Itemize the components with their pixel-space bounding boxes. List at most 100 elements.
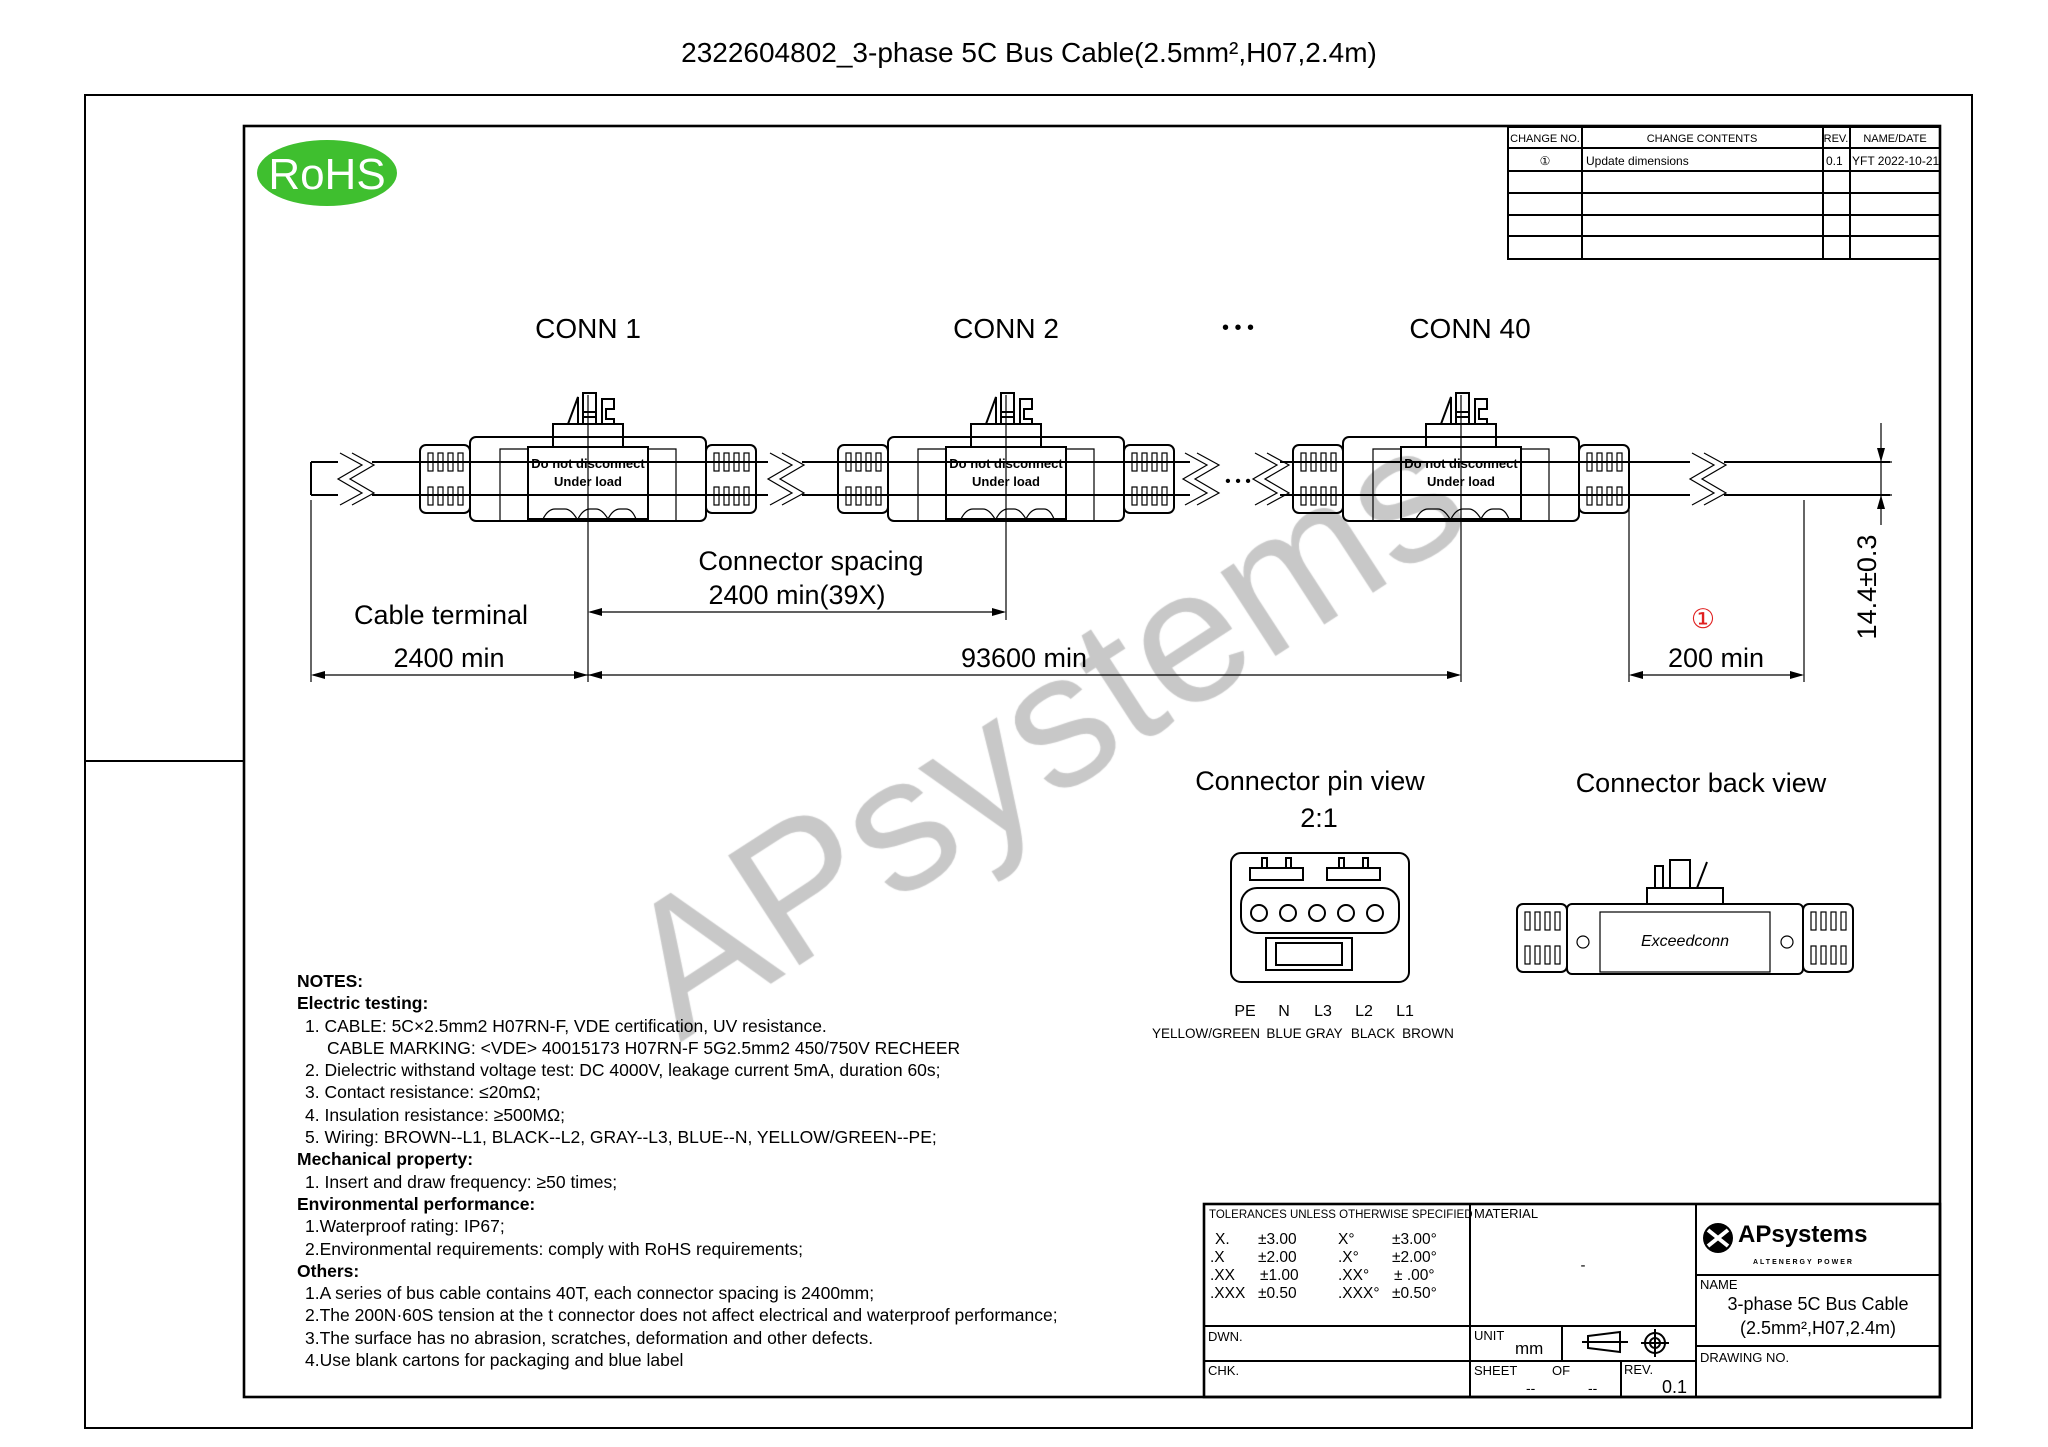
pin-color-l1: BROWN [1402, 1026, 1454, 1041]
svg-text:.X: .X [1210, 1249, 1225, 1266]
pin-label-l2: L2 [1355, 1003, 1373, 1020]
drawing-no-label: DRAWING NO. [1700, 1350, 1789, 1365]
svg-text:±1.00: ±1.00 [1260, 1267, 1299, 1284]
rev-value: 0.1 [1662, 1377, 1687, 1397]
svg-text:APsystems: APsystems [1738, 1221, 1867, 1248]
conn-40-label: CONN 40 [1409, 313, 1530, 344]
rev-header-contents: CHANGE CONTENTS [1647, 133, 1758, 145]
rev-label: REV. [1624, 1362, 1653, 1377]
note-item: 3. Contact resistance: ≤20mΩ; [305, 1082, 541, 1103]
material-label: MATERIAL [1474, 1206, 1538, 1221]
notes-section-title: Environmental performance: [297, 1193, 536, 1214]
title-block: TOLERANCES UNLESS OTHERWISE SPECIFIED X.… [1202, 1202, 1942, 1399]
rev-cell-rev: 0.1 [1826, 154, 1843, 168]
back-view-title: Connector back view [1576, 768, 1827, 798]
rev-header-change-no: CHANGE NO. [1510, 133, 1580, 145]
pin-color-l2: BLACK [1351, 1026, 1395, 1041]
drawing-title: 2322604802_3-phase 5C Bus Cable(2.5mm²,H… [681, 37, 1377, 68]
note-item: 4.Use blank cartons for packaging and bl… [305, 1350, 684, 1371]
note-item: 2.The 200N·60S tension at the t connecto… [305, 1305, 1058, 1326]
pin-label-pe: PE [1234, 1003, 1255, 1020]
end-length-value: 200 min [1668, 643, 1764, 673]
svg-text:.X°: .X° [1338, 1249, 1359, 1266]
svg-text:±3.00°: ±3.00° [1392, 1231, 1437, 1248]
svg-text:±0.50°: ±0.50° [1392, 1285, 1437, 1302]
rohs-logo: RoHS [257, 140, 397, 206]
name-label: NAME [1700, 1277, 1738, 1292]
svg-text:.XX: .XX [1210, 1267, 1236, 1284]
pin-view-title: Connector pin view [1195, 766, 1425, 796]
pin-view-scale: 2:1 [1300, 803, 1338, 833]
svg-text:± .00°: ± .00° [1394, 1267, 1435, 1284]
pin-color-pe: YELLOW/GREEN [1152, 1026, 1260, 1041]
conn-ellipsis: • • • [1222, 317, 1254, 339]
rev-header-rev: REV. [1824, 133, 1849, 145]
cable-terminal-value: 2400 min [393, 643, 504, 673]
conn-1-label: CONN 1 [535, 313, 641, 344]
revision-table: CHANGE NO. CHANGE CONTENTS REV. NAME/DAT… [1507, 126, 1941, 260]
notes-section-title: Others: [297, 1260, 360, 1281]
tolerances-heading: TOLERANCES UNLESS OTHERWISE SPECIFIED [1209, 1209, 1473, 1221]
note-item: 4. Insulation resistance: ≥500MΩ; [305, 1104, 566, 1125]
svg-text:RoHS: RoHS [268, 150, 385, 199]
rev-cell-contents: Update dimensions [1586, 154, 1689, 168]
cable-diameter-value: 14.4±0.3 [1852, 535, 1882, 640]
connector-spacing-label: Connector spacing [698, 546, 923, 576]
part-name-line2: (2.5mm²,H07,2.4m) [1740, 1318, 1896, 1338]
notes-section-title: Electric testing: [297, 993, 429, 1014]
rev-cell-name-date: YFT 2022-10-21 [1852, 154, 1939, 168]
change-marker: ① [1691, 604, 1715, 634]
sheet-value: -- [1526, 1380, 1536, 1396]
svg-text:.XX°: .XX° [1338, 1267, 1369, 1284]
svg-text:ALTENERGY POWER: ALTENERGY POWER [1753, 1259, 1854, 1266]
dwn-label: DWN. [1208, 1329, 1243, 1344]
notes-heading: NOTES: [297, 971, 364, 991]
apsystems-logo: APsystems ALTENERGY POWER [1703, 1221, 1867, 1266]
cable-terminal-label: Cable terminal [354, 600, 528, 630]
notes: NOTES: Electric testing: 1. CABLE: 5C×2.… [297, 970, 1058, 1371]
note-item: 1. Insert and draw frequency: ≥50 times; [305, 1171, 618, 1192]
cable-view: • • • Do not disconnect Under load Do no… [310, 313, 1892, 682]
cable-ellipsis: • • • [1225, 473, 1251, 490]
note-item: 5. Wiring: BROWN--L1, BLACK--L2, GRAY--L… [305, 1127, 937, 1148]
note-item: 1.Waterproof rating: IP67; [305, 1216, 505, 1237]
note-item: 3.The surface has no abrasion, scratches… [305, 1327, 874, 1348]
note-item: 2. Dielectric withstand voltage test: DC… [305, 1060, 941, 1081]
unit-label: UNIT [1474, 1328, 1504, 1343]
notes-section-title: Mechanical property: [297, 1149, 474, 1170]
back-view-brand: Exceedconn [1641, 933, 1729, 950]
of-label: OF [1552, 1363, 1570, 1378]
svg-text:±3.00: ±3.00 [1258, 1231, 1297, 1248]
svg-text:X.: X. [1215, 1231, 1230, 1248]
pin-label-n: N [1278, 1003, 1290, 1020]
svg-text:.XXX: .XXX [1210, 1285, 1246, 1302]
chk-label: CHK. [1208, 1363, 1239, 1378]
note-item: 1. CABLE: 5C×2.5mm2 H07RN-F, VDE certifi… [305, 1015, 827, 1036]
connector-spacing-value: 2400 min(39X) [708, 580, 885, 610]
svg-text:±0.50: ±0.50 [1258, 1285, 1297, 1302]
of-value: -- [1588, 1380, 1598, 1396]
material-value: - [1581, 1257, 1586, 1274]
sheet-label: SHEET [1474, 1363, 1517, 1378]
rev-header-name-date: NAME/DATE [1863, 133, 1926, 145]
connector-back-view: Connector back view Exceedconn [1516, 768, 1854, 975]
pin-label-l1: L1 [1396, 1003, 1414, 1020]
note-item: CABLE MARKING: <VDE> 40015173 H07RN-F 5G… [327, 1037, 961, 1058]
part-name-line1: 3-phase 5C Bus Cable [1727, 1294, 1908, 1314]
note-item: 2.Environmental requirements: comply wit… [305, 1238, 803, 1259]
svg-text:X°: X° [1338, 1231, 1355, 1248]
note-item: 1.A series of bus cable contains 40T, ea… [305, 1283, 875, 1304]
projection-symbol-icon [1582, 1329, 1669, 1357]
pin-label-l3: L3 [1314, 1003, 1332, 1020]
unit-value: mm [1515, 1339, 1543, 1358]
rev-cell-change-no: ① [1540, 154, 1551, 168]
pin-color-l3: GRAY [1305, 1026, 1342, 1041]
cable [310, 461, 1890, 496]
svg-text:.XXX°: .XXX° [1338, 1285, 1380, 1302]
conn-2-label: CONN 2 [953, 313, 1059, 344]
pin-color-n: BLUE [1266, 1026, 1301, 1041]
total-length-value: 93600 min [961, 643, 1087, 673]
svg-text:±2.00°: ±2.00° [1392, 1249, 1437, 1266]
